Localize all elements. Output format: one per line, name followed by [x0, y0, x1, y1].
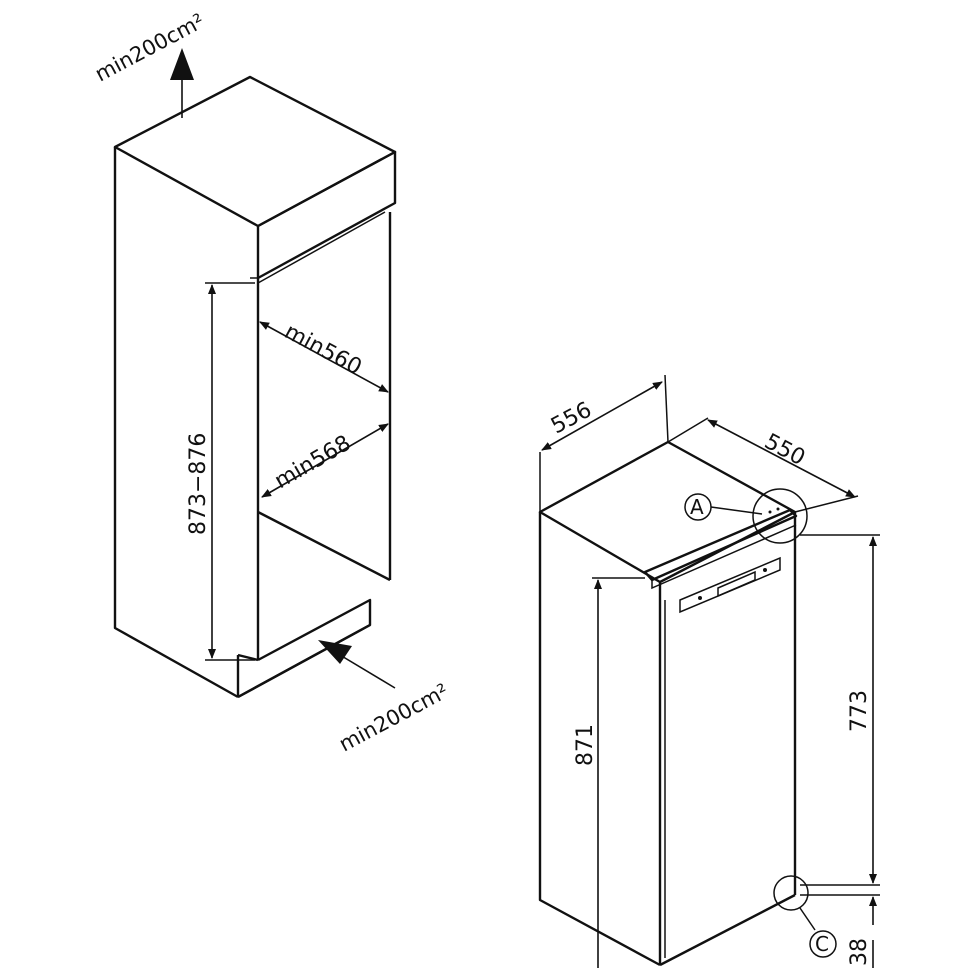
cabinet-width-lower-label: min568: [271, 431, 356, 494]
cabinet-width-dims: [259, 321, 389, 498]
appliance-base-dim: [800, 894, 880, 968]
cabinet-height-dim: [205, 282, 255, 661]
detail-c-label: C: [815, 932, 829, 956]
top-vent-arrow: [170, 48, 194, 118]
appliance-height-total-label: 871: [573, 724, 598, 766]
appliance-width-dim: [539, 374, 669, 512]
appliance-drawing: [538, 440, 798, 967]
appliance-height-door-dim: [800, 534, 880, 886]
bottom-vent-arrow: [318, 640, 396, 689]
appliance-height-total-dim: [592, 577, 645, 968]
detail-c-marker: [773, 875, 837, 958]
cabinet-width-upper-label: min560: [280, 319, 365, 380]
bottom-vent-label: min200cm²: [335, 679, 452, 757]
detail-a-label: A: [690, 495, 704, 519]
appliance-height-door-label: 773: [847, 690, 872, 732]
appliance-base-label: 38: [847, 938, 872, 966]
cabinet-height-label: 873−876: [186, 433, 211, 535]
detail-a-marker: [684, 488, 808, 544]
cabinet-drawing: [113, 75, 397, 699]
appliance-depth-label: 550: [760, 429, 809, 471]
